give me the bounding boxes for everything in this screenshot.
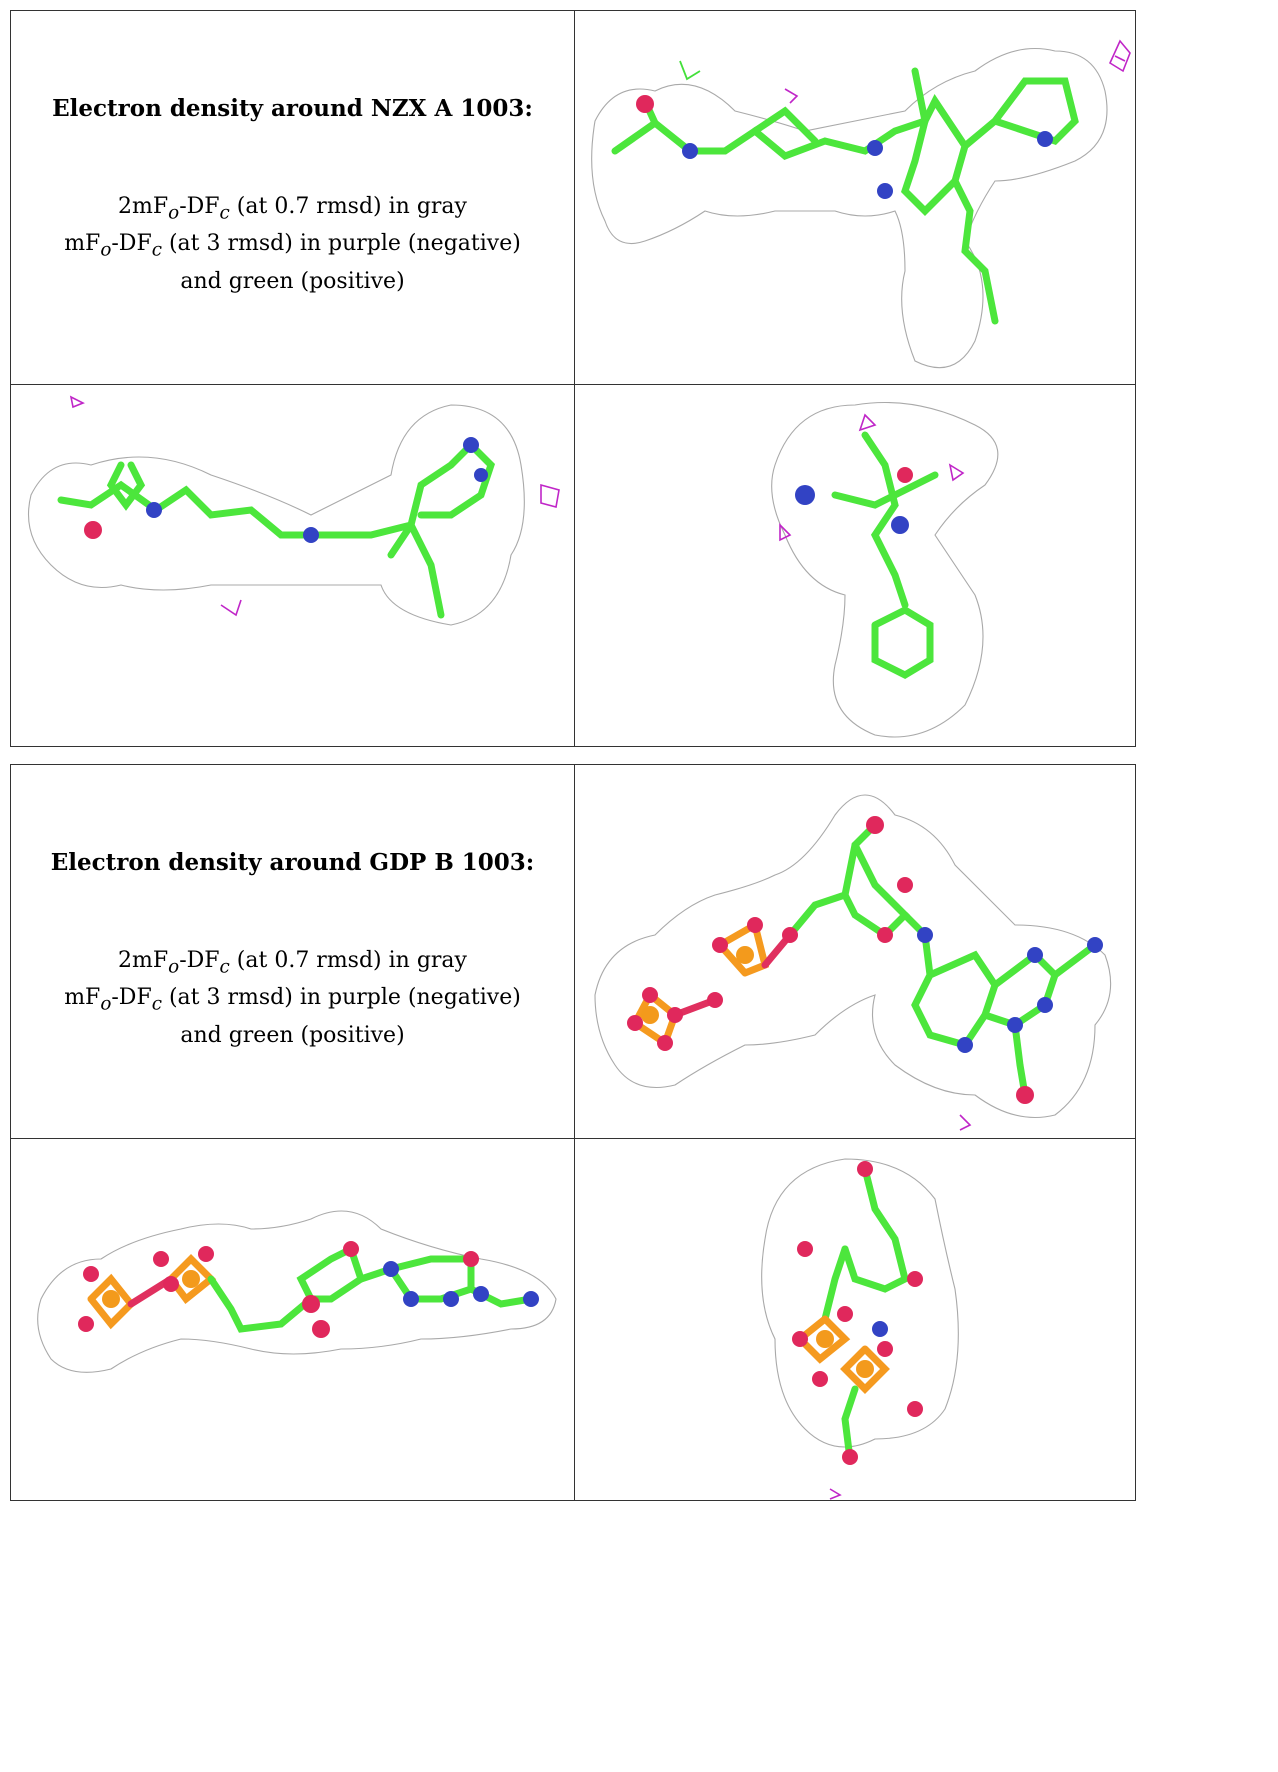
gdp-caption-cell: Electron density around GDP B 1003: 2mFo… — [10, 764, 575, 1139]
gdp-panel-title: Electron density around GDP B 1003: — [50, 849, 535, 876]
nzx-panel-title: Electron density around NZX A 1003: — [52, 95, 533, 122]
legend-line-2fofc: 2mFo-DFc (at 0.7 rmsd) in gray — [118, 194, 467, 224]
nzx-density-image-3 — [771, 401, 999, 738]
nzx-caption-cell: Electron density around NZX A 1003: 2mFo… — [10, 10, 575, 385]
gdp-view-front — [574, 764, 1136, 1139]
legend-line-colors: and green (positive) — [180, 1022, 405, 1048]
nzx-legend: 2mFo-DFc (at 0.7 rmsd) in gray mFo-DFc (… — [11, 191, 574, 297]
gdp-density-image-3 — [761, 1158, 959, 1500]
nzx-view-side — [10, 384, 575, 747]
nzx-view-top — [574, 384, 1136, 747]
gdp-legend: 2mFo-DFc (at 0.7 rmsd) in gray mFo-DFc (… — [11, 945, 574, 1051]
nzx-view-front — [574, 10, 1136, 385]
legend-line-fofc: mFo-DFc (at 3 rmsd) in purple (negative) — [64, 985, 521, 1015]
gdp-density-image-2 — [37, 1210, 557, 1373]
gdp-view-side — [10, 1138, 575, 1501]
nzx-density-panel: Electron density around NZX A 1003: 2mFo… — [10, 10, 1136, 747]
legend-line-fofc: mFo-DFc (at 3 rmsd) in purple (negative) — [64, 231, 521, 261]
nzx-density-image-1 — [591, 39, 1131, 369]
legend-line-2fofc: 2mFo-DFc (at 0.7 rmsd) in gray — [118, 948, 467, 978]
gdp-view-top — [574, 1138, 1136, 1501]
gdp-density-panel: Electron density around GDP B 1003: 2mFo… — [10, 764, 1136, 1501]
legend-line-colors: and green (positive) — [180, 268, 405, 294]
gdp-density-image-1 — [594, 794, 1112, 1131]
nzx-density-image-2 — [27, 395, 560, 626]
